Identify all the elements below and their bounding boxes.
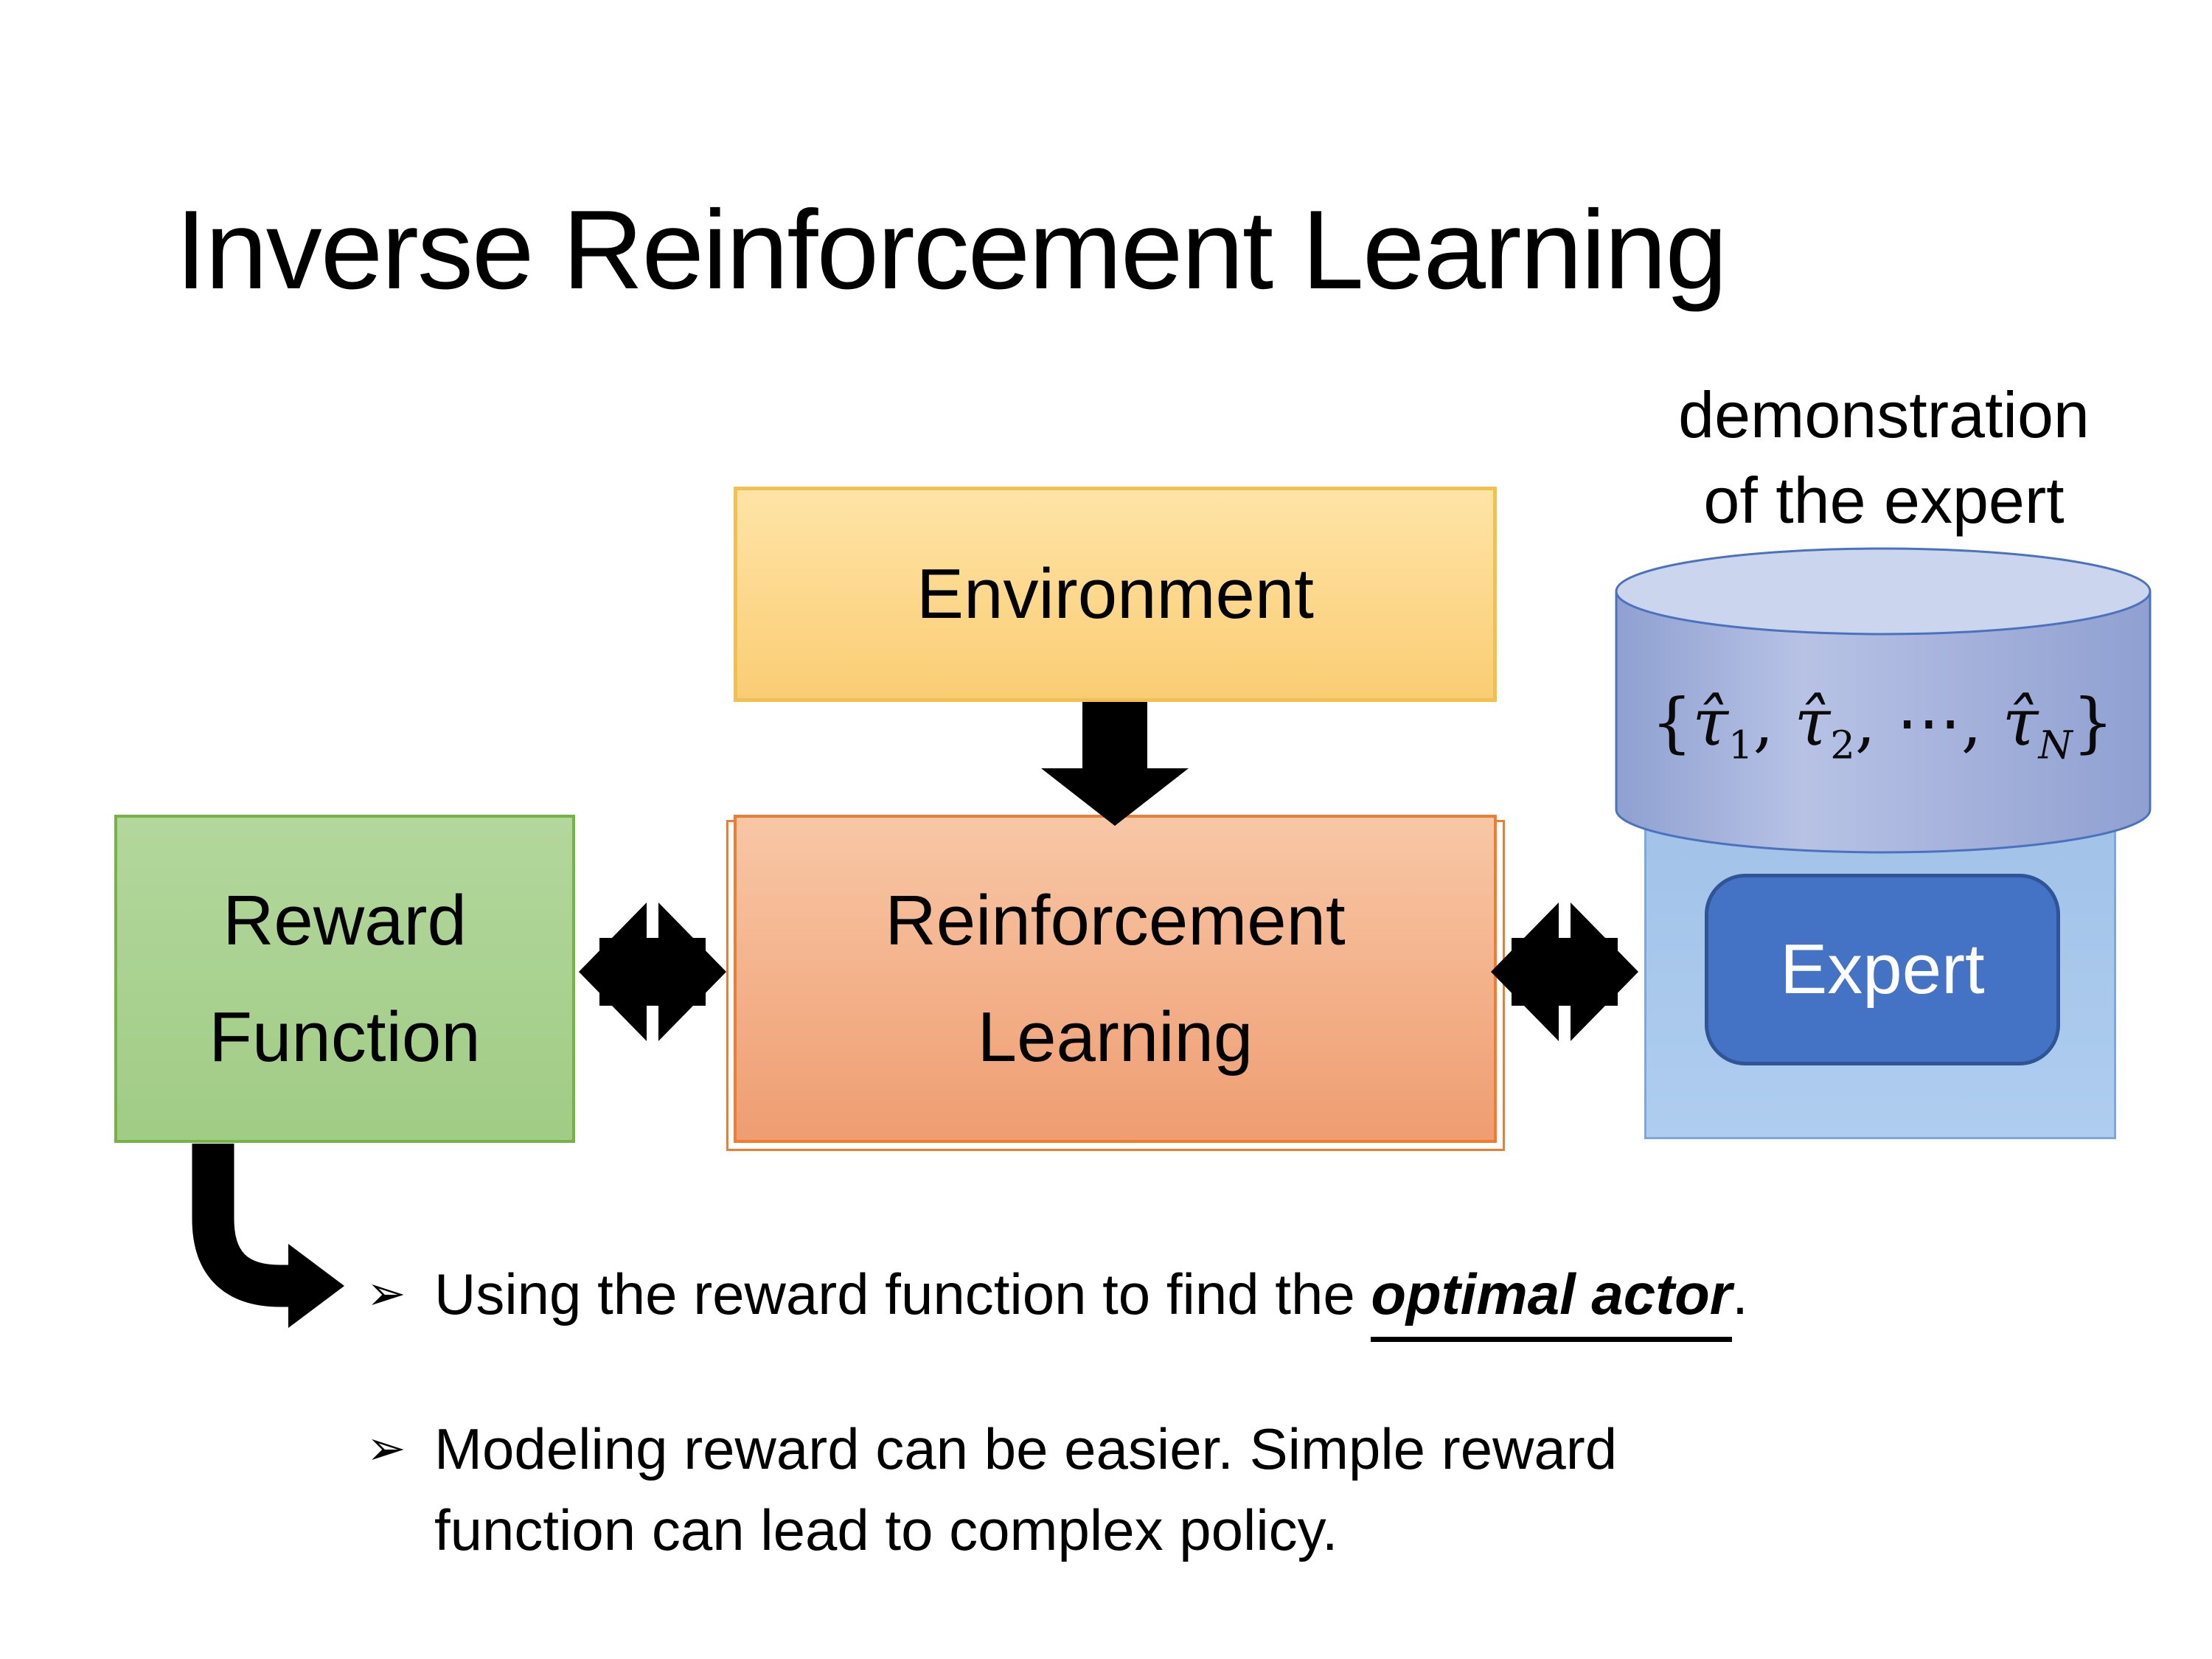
reinforcement-learning-box: Reinforcement Learning (734, 815, 1497, 1143)
rl-label-line1: Reinforcement (885, 881, 1346, 961)
arrowhead-bullet-icon: ➢ (366, 1422, 406, 1476)
tau-sub-2: 2 (1830, 723, 1855, 768)
demonstration-caption-line2: of the expert (1703, 464, 2065, 537)
formula-close-brace: } (2072, 684, 2114, 760)
bullet-list: ➢ Using the reward function to find the … (366, 1253, 2062, 1571)
demonstration-caption: demonstration of the expert (1607, 372, 2160, 543)
bullet-item-2: ➢ Modeling reward can be easier. Simple … (366, 1408, 2062, 1571)
formula-dots: ⋯ (1896, 684, 1961, 760)
rl-label-line2: Learning (977, 997, 1253, 1077)
tau-hat-2: τ̂ (1794, 684, 1831, 760)
environment-box: Environment (734, 487, 1497, 702)
reward-function-box: Reward Function (114, 815, 575, 1143)
bullet-2-text: Modeling reward can be easier. Simple re… (434, 1416, 1618, 1562)
elbow-arrow-icon (192, 1144, 344, 1328)
bullet-item-1: ➢ Using the reward function to find the … (366, 1253, 2062, 1342)
bullet-1-pre: Using the reward function to find the (434, 1262, 1371, 1326)
formula-comma-1: , (1753, 684, 1774, 760)
down-arrow-icon (1041, 702, 1189, 826)
expert-box: Expert (1705, 874, 2060, 1065)
reward-label-line2: Function (209, 997, 481, 1077)
tau-hat-N: τ̂ (2002, 684, 2039, 760)
reward-label-line1: Reward (223, 881, 467, 961)
bullet-1-emphasis: optimal actor (1371, 1262, 1733, 1342)
arrowhead-bullet-icon: ➢ (366, 1267, 406, 1321)
tau-sub-N: N (2038, 723, 2073, 768)
demonstration-caption-line1: demonstration (1678, 378, 2090, 451)
tau-hat-1: τ̂ (1692, 684, 1728, 760)
bullet-1-text: Using the reward function to find the op… (434, 1253, 1748, 1342)
exchange-arrow-right-icon (1491, 902, 1638, 1041)
expert-label: Expert (1780, 930, 1985, 1009)
formula-open-brace: { (1651, 684, 1693, 760)
tau-sub-1: 1 (1728, 723, 1753, 768)
exchange-arrow-left-icon (579, 902, 726, 1041)
bullet-1-post: . (1732, 1262, 1748, 1326)
page-title: Inverse Reinforcement Learning (175, 187, 1728, 313)
trajectory-set-formula: {τ̂1, τ̂2, ⋯, τ̂N} (1615, 684, 2150, 765)
formula-comma-2: , (1854, 684, 1876, 760)
environment-label: Environment (917, 554, 1314, 634)
formula-comma-3: , (1961, 684, 1982, 760)
